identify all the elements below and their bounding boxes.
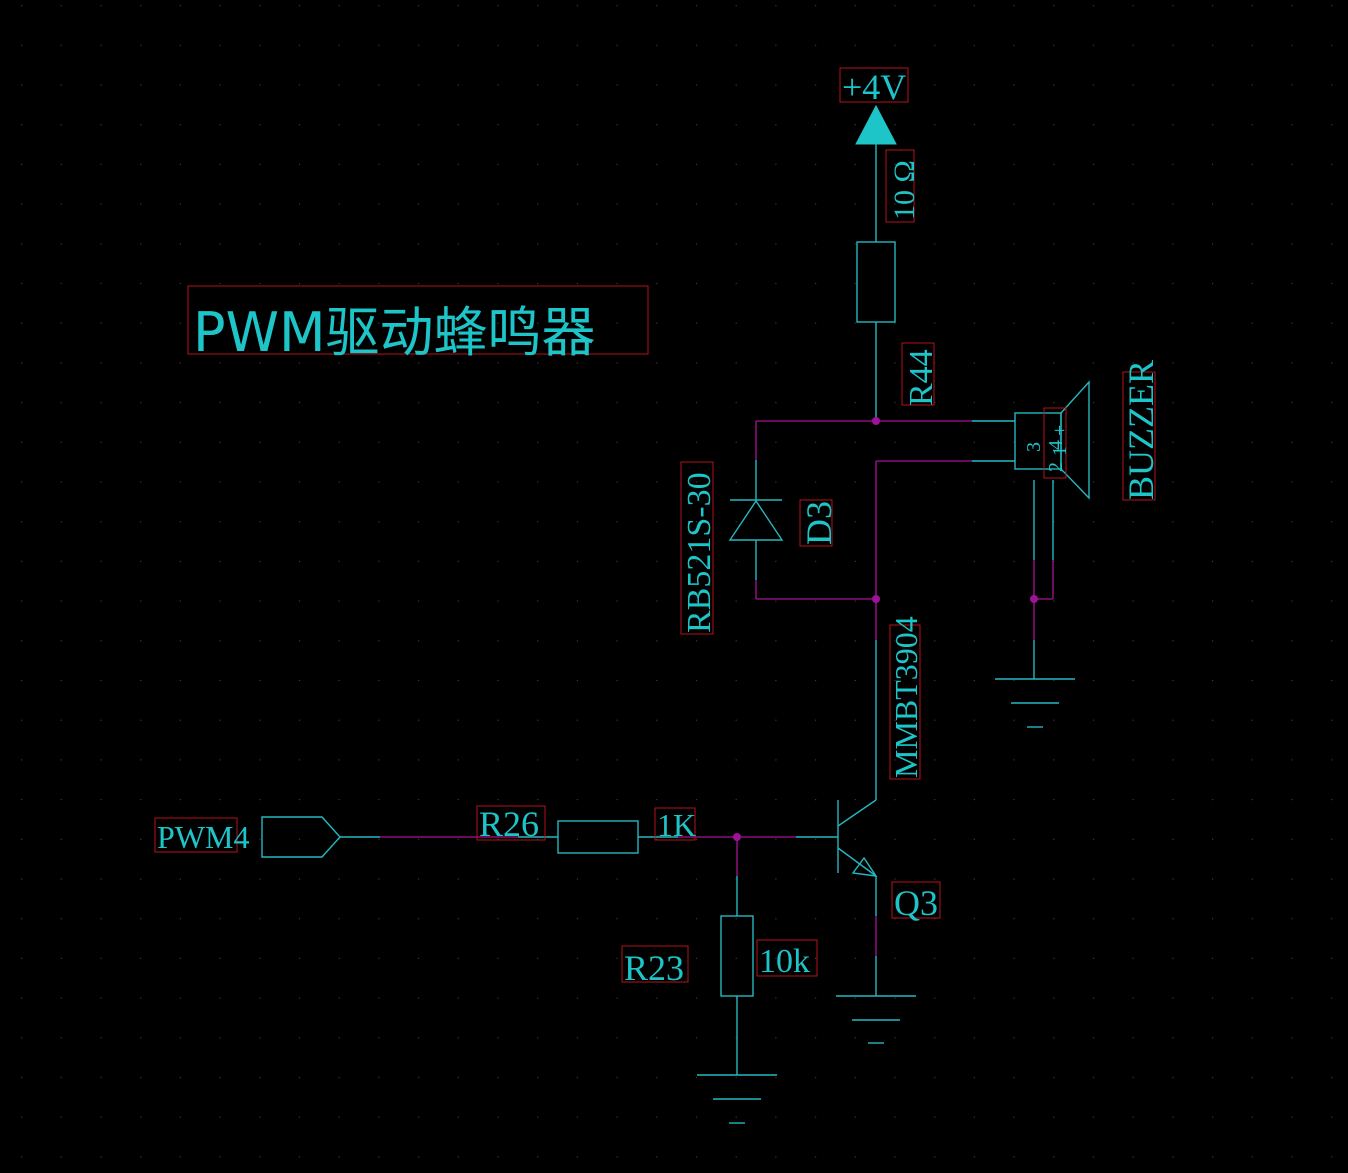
- ground-icon-r23[interactable]: [697, 1074, 777, 1124]
- transistor-part-label: MMBT3904: [888, 616, 924, 778]
- transistor-ref-label: Q3: [894, 883, 938, 923]
- buzzer-pin1-label: 1: [1049, 446, 1071, 456]
- junction-base: [733, 833, 741, 841]
- r23-value-label: 10k: [759, 943, 810, 980]
- buzzer-icon[interactable]: [1014, 380, 1090, 500]
- buzzer-pin3-label: 3: [1023, 442, 1045, 452]
- buzzer-pin2-label: 2: [1045, 462, 1067, 472]
- ground-icon-emitter[interactable]: [836, 995, 916, 1044]
- buzzer-pin4-label: 4: [1045, 440, 1067, 450]
- r23-ref-label: R23: [624, 948, 684, 988]
- label-boxes: [154, 67, 1156, 983]
- resistor-r44[interactable]: [856, 241, 896, 323]
- junctions: [733, 417, 1038, 841]
- power-arrow-icon[interactable]: [855, 104, 897, 145]
- junction-buzzer-gnd: [1030, 595, 1038, 603]
- background-grid: [21, 5, 1333, 1158]
- junction-collector: [872, 595, 880, 603]
- net-pwm4-label: PWM4: [157, 819, 249, 855]
- r26-ref-label: R26: [479, 804, 539, 844]
- transistor-q3[interactable]: [837, 799, 878, 877]
- r26-value-label: 1K: [657, 807, 696, 843]
- diode-d3[interactable]: [728, 499, 784, 541]
- resistor-r23[interactable]: [720, 915, 754, 997]
- schematic-title: PWM驱动蜂鸣器: [193, 301, 596, 364]
- diode-part-label: RB521S-30: [681, 472, 718, 633]
- ground-icon-buzzer[interactable]: [995, 678, 1075, 728]
- resistor-r26[interactable]: [557, 820, 639, 854]
- r44-ref-label: R44: [903, 349, 940, 406]
- junction-top: [872, 417, 880, 425]
- power-label: +4V: [842, 67, 906, 107]
- net-port-pwm4[interactable]: [261, 816, 341, 858]
- diode-ref-label: D3: [799, 501, 839, 545]
- buzzer-ref-label: BUZZER: [1121, 360, 1161, 500]
- buzzer-pin-plus-label: +: [1049, 425, 1071, 436]
- wires: [340, 144, 1054, 1075]
- r44-value-label: 10 Ω: [888, 160, 921, 220]
